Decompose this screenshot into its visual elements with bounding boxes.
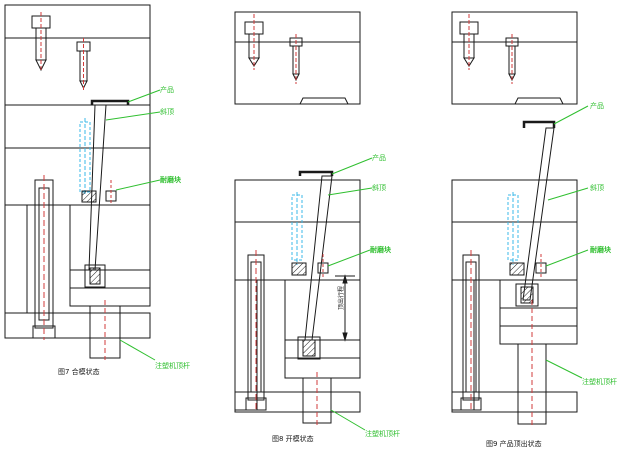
panel-9-product-ejected bbox=[451, 11, 589, 425]
core-plate bbox=[4, 104, 151, 206]
top-clamp-plate bbox=[4, 4, 151, 39]
panel9-label-ejector: 注塑机顶杆 bbox=[582, 377, 617, 386]
panel9-label-wear: 耐磨块 bbox=[590, 245, 612, 254]
bottom-clamp-plate bbox=[4, 312, 151, 339]
panel8-caption: 图8 开模状态 bbox=[272, 434, 314, 443]
ejector-plate bbox=[69, 287, 151, 307]
panel8-label-slider: 斜顶 bbox=[372, 183, 386, 192]
panel-8-mold-open bbox=[234, 11, 373, 431]
spacer-block bbox=[69, 204, 151, 271]
panel9-label-product: 产品 bbox=[590, 101, 604, 110]
panel7-caption: 图7 合模状态 bbox=[58, 367, 100, 376]
panel8-label-wear: 耐磨块 bbox=[370, 245, 392, 254]
panel9-label-slider: 斜顶 bbox=[590, 183, 604, 192]
ejector-retainer-plate bbox=[69, 269, 151, 289]
wear-block bbox=[81, 190, 97, 203]
panel7-label-ejector: 注塑机顶杆 bbox=[155, 361, 190, 370]
support-pillar bbox=[4, 204, 28, 314]
panel8-label-product: 产品 bbox=[372, 153, 386, 162]
ejector-plate bbox=[284, 339, 361, 359]
bottom-clamp-plate bbox=[234, 391, 361, 413]
panel7-label-wear: 耐磨块 bbox=[160, 175, 182, 184]
panel8-label-ejector: 注塑机顶杆 bbox=[365, 429, 400, 438]
panel-7-mold-closed bbox=[4, 4, 161, 361]
panel7-label-product: 产品 bbox=[160, 85, 174, 94]
product bbox=[90, 99, 130, 105]
panel8-label-stroke: 顶出行程 bbox=[337, 286, 345, 310]
panel7-label-slider: 斜顶 bbox=[160, 107, 174, 116]
panel9-caption: 图9 产品顶出状态 bbox=[486, 439, 542, 448]
lifter bbox=[88, 104, 107, 271]
